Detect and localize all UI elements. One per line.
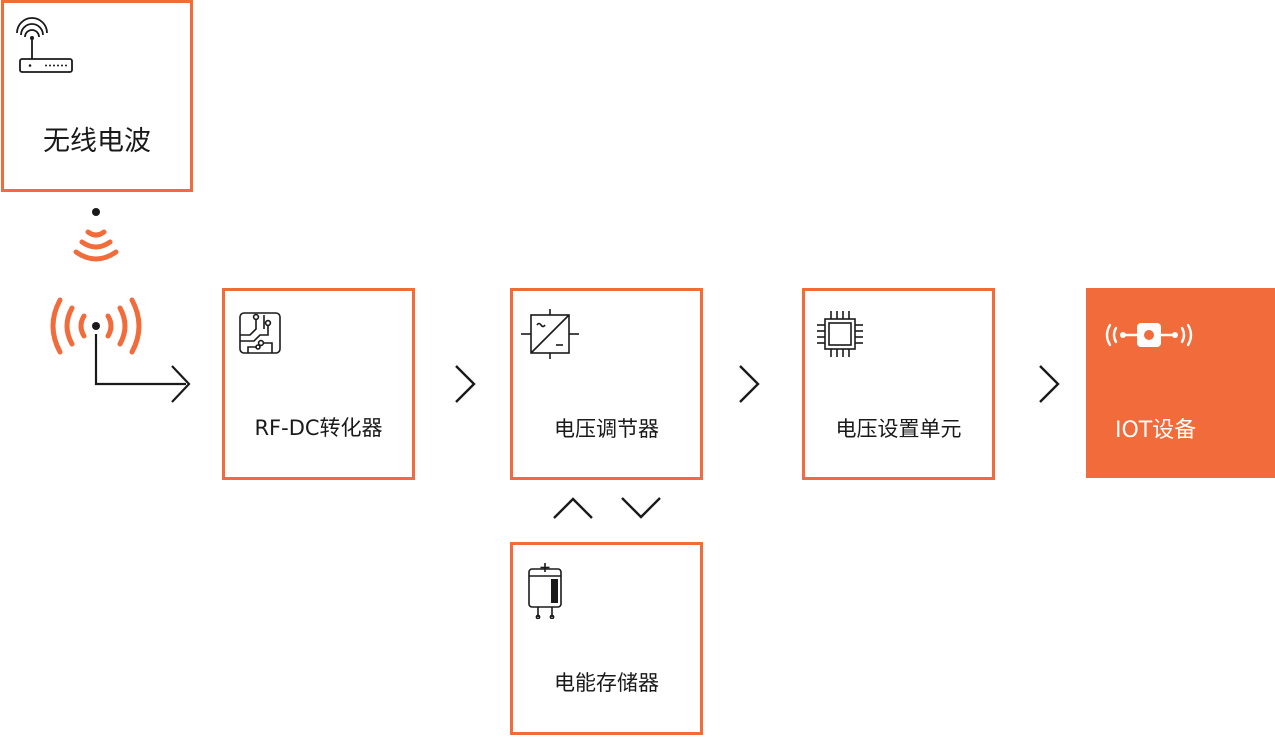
- router-icon: [16, 17, 73, 73]
- node-wireless: 无线电波: [1, 0, 193, 192]
- node-storage: 电能存储器: [510, 542, 703, 735]
- node-label: IOT设备: [1115, 418, 1197, 443]
- arrow-right-icon: [94, 334, 191, 403]
- wave-icon: [73, 208, 119, 262]
- chevron-down-icon: [621, 497, 661, 519]
- chevron-right-icon: [455, 365, 476, 403]
- node-setting: 电压设置单元: [802, 288, 995, 480]
- dc-converter-icon: [521, 309, 579, 359]
- chevron-right-icon: [739, 365, 760, 403]
- node-rf-dc: RF-DC转化器: [222, 288, 415, 480]
- node-label: 无线电波: [43, 126, 151, 157]
- chevron-up-icon: [553, 497, 593, 519]
- node-iot: IOT设备: [1086, 288, 1275, 478]
- node-label: 电压调节器: [554, 417, 659, 441]
- chevron-right-icon: [1039, 365, 1060, 403]
- node-label: RF-DC转化器: [254, 416, 383, 440]
- node-label: 电压设置单元: [835, 417, 962, 441]
- circuit-board-icon: [239, 312, 281, 354]
- capacitor-icon: [528, 563, 562, 619]
- node-label: 电能存储器: [554, 671, 659, 695]
- antenna-icon: [50, 297, 142, 355]
- node-regulator: 电压调节器: [510, 288, 703, 480]
- chip-icon: [817, 311, 863, 357]
- iot-signal-icon: [1105, 323, 1193, 347]
